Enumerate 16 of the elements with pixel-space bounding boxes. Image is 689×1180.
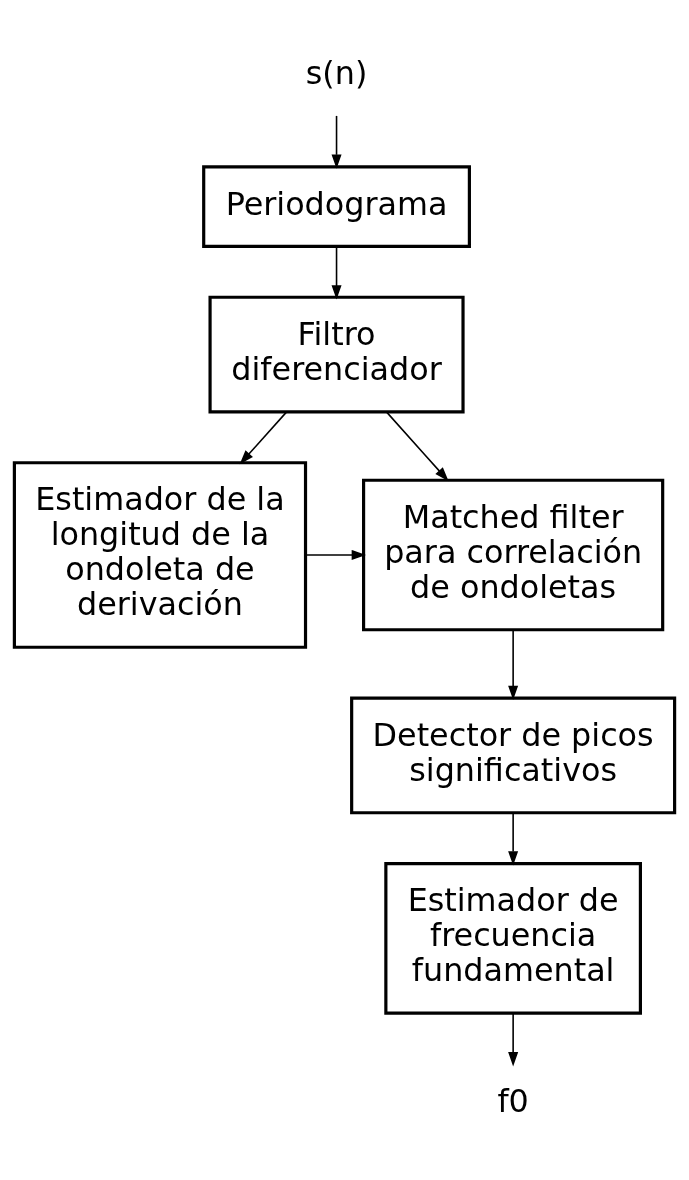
- arrow: [239, 411, 288, 465]
- node-box: Detector de picos significativos: [350, 696, 677, 815]
- arrow: [331, 115, 342, 169]
- node-text: f0: [497, 1081, 529, 1120]
- node-text: s(n): [305, 54, 368, 93]
- node-box: Estimador de la longitud de la ondoleta de derivación: [12, 461, 308, 649]
- arrow: [508, 1012, 519, 1067]
- arrow: [331, 246, 342, 300]
- node-box: Estimador de frecuencia fundamental: [384, 862, 642, 1015]
- arrow: [385, 411, 449, 482]
- node-box: Filtro diferenciador: [208, 295, 465, 414]
- arrow: [305, 549, 366, 561]
- node-box: Matched filter para correlación de ondoletas: [362, 478, 665, 632]
- arrow: [508, 629, 519, 700]
- arrow: [508, 812, 519, 866]
- node-box: Periodograma: [202, 165, 471, 248]
